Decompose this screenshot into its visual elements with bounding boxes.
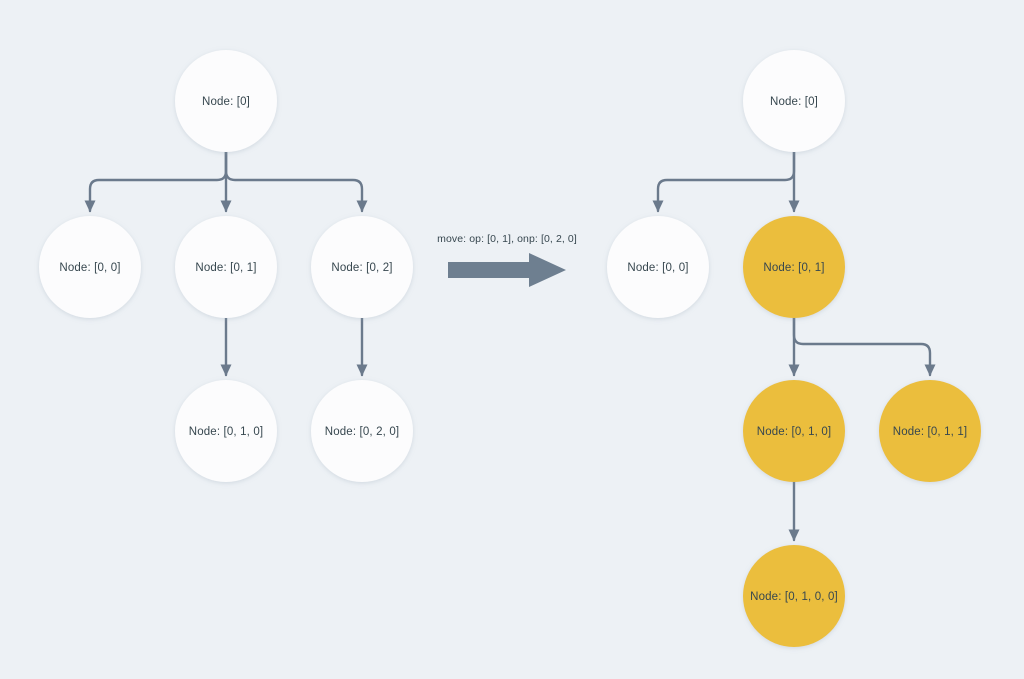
tree-node-node-0-1-0[interactable]: Node: [0, 1, 0]: [743, 380, 845, 482]
tree-node-node-0[interactable]: Node: [0]: [175, 50, 277, 152]
node-circle-highlighted[interactable]: [743, 545, 845, 647]
tree-node-node-0-1-0[interactable]: Node: [0, 1, 0]: [175, 380, 277, 482]
node-circle-highlighted[interactable]: [743, 216, 845, 318]
tree-node-node-0-2[interactable]: Node: [0, 2]: [311, 216, 413, 318]
edge-node-0-to-node-0-0: [652, 150, 796, 213]
node-circle[interactable]: [311, 380, 413, 482]
tree-node-node-0-1-0-0[interactable]: Node: [0, 1, 0, 0]: [743, 545, 845, 647]
node-circle-highlighted[interactable]: [743, 380, 845, 482]
before-tree-connectors: [84, 150, 368, 377]
node-circle[interactable]: [175, 216, 277, 318]
tree-node-node-0-0[interactable]: Node: [0, 0]: [39, 216, 141, 318]
tree-node-node-0-1[interactable]: Node: [0, 1]: [175, 216, 277, 318]
node-circle[interactable]: [175, 50, 277, 152]
edge-node-0-to-node-0-0: [84, 150, 228, 213]
after-tree-connectors: [652, 150, 936, 542]
tree-node-node-0[interactable]: Node: [0]: [743, 50, 845, 152]
node-circle[interactable]: [39, 216, 141, 318]
tree-node-node-0-1-1[interactable]: Node: [0, 1, 1]: [879, 380, 981, 482]
right-arrow-icon: [448, 253, 566, 287]
tree-node-node-0-0[interactable]: Node: [0, 0]: [607, 216, 709, 318]
node-circle-highlighted[interactable]: [879, 380, 981, 482]
move-operation-group: move: op: [0, 1], onp: [0, 2, 0]: [437, 233, 577, 287]
tree-node-node-0-2-0[interactable]: Node: [0, 2, 0]: [311, 380, 413, 482]
move-operation-label: move: op: [0, 1], onp: [0, 2, 0]: [437, 233, 577, 245]
before-tree-nodes: Node: [0] Node: [0, 0] Node: [0, 1] Node: […: [39, 50, 413, 482]
edge-node-0-1-to-node-0-1-1: [792, 316, 936, 377]
node-circle[interactable]: [743, 50, 845, 152]
node-circle[interactable]: [175, 380, 277, 482]
node-circle[interactable]: [311, 216, 413, 318]
tree-node-node-0-1[interactable]: Node: [0, 1]: [743, 216, 845, 318]
node-circle[interactable]: [607, 216, 709, 318]
edge-node-0-to-node-0-2: [224, 150, 368, 213]
